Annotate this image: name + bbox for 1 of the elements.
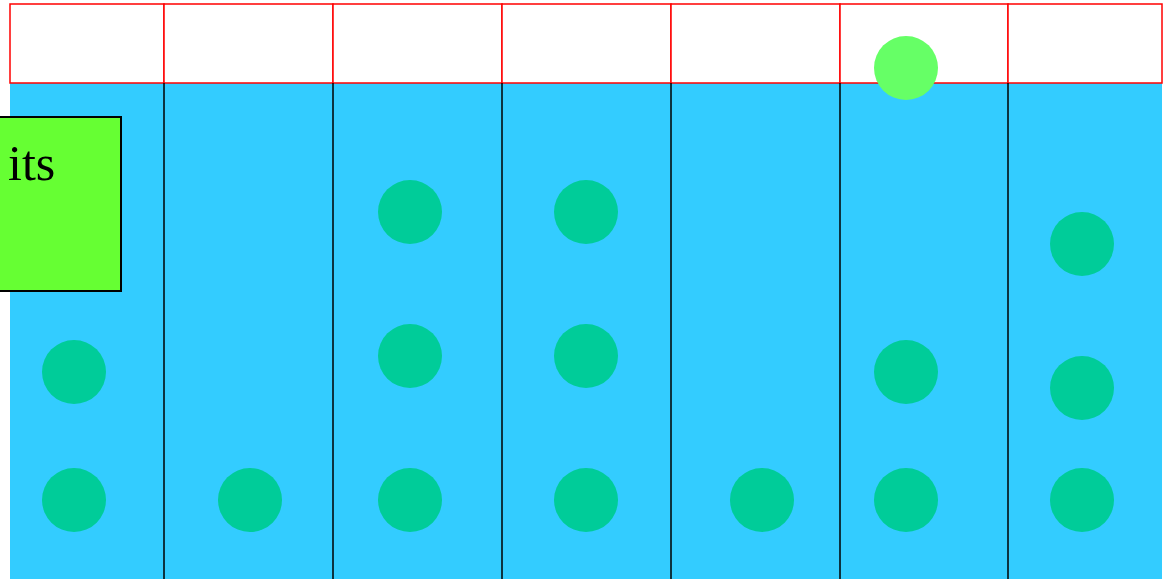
label-box: its [0, 116, 122, 292]
